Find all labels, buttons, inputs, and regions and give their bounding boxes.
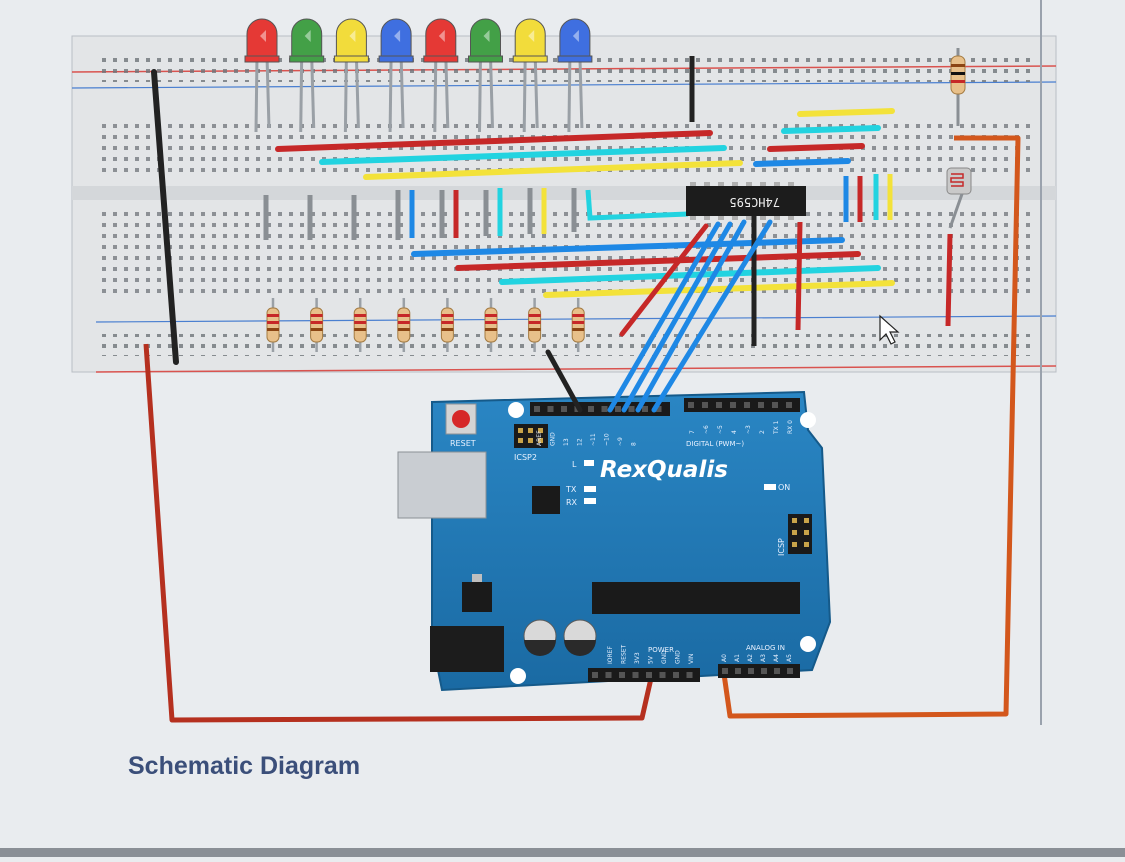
resistor: [571, 298, 585, 352]
photoresistor: [946, 48, 972, 229]
wire-red-5v: [143, 343, 655, 723]
wire-yellow-right: [797, 108, 895, 117]
analog-label: ANALOG IN: [746, 644, 785, 652]
wire-cyan-chip-loop: [585, 189, 689, 221]
rx-label: RX: [566, 498, 578, 507]
led-row: [244, 18, 593, 133]
cursor-icon: [879, 314, 900, 345]
icsp-label: ICSP: [777, 538, 786, 556]
led-yellow: [333, 18, 369, 133]
on-label: ON: [778, 483, 790, 492]
led-blue: [557, 18, 593, 133]
wire-red-top: [275, 130, 713, 152]
pin-label: AREF: [536, 430, 543, 446]
tx-label: TX: [565, 485, 577, 494]
resistor: [397, 298, 411, 352]
led-green: [289, 18, 325, 133]
wire-cyan-right: [781, 125, 881, 134]
wire-red-lower: [455, 251, 861, 271]
resistor: [310, 298, 324, 352]
pin-label: A0: [721, 654, 728, 662]
resistor: [440, 298, 454, 352]
pin-label: RESET: [621, 644, 628, 664]
pin-label: 5V: [648, 655, 655, 664]
pin-label: GND: [675, 650, 682, 664]
panel-edge: [1040, 0, 1042, 725]
led-green: [468, 18, 503, 133]
led-yellow: [512, 18, 548, 133]
chip-label: 74HC595: [729, 195, 780, 209]
wire-yellow-lower: [543, 280, 895, 298]
pin-label: A3: [760, 654, 767, 662]
microcontroller: [592, 582, 800, 614]
screen-bezel: [0, 848, 1125, 857]
breadboard-jumpers: [151, 56, 953, 365]
digital-label: DIGITAL (PWM~): [686, 440, 744, 448]
pin-label: ~10: [604, 433, 611, 446]
pin-label: ~5: [717, 425, 724, 434]
led-red: [244, 18, 280, 133]
wire-yellow-top: [363, 160, 743, 180]
pin-label: A1: [734, 654, 741, 662]
diagram-caption: Schematic Diagram: [128, 752, 361, 780]
wire-red-right: [767, 143, 865, 152]
wire-blue-right: [753, 158, 851, 167]
resistor: [353, 298, 367, 352]
resistor: [484, 298, 498, 352]
usb-port: [397, 451, 487, 519]
reset-button: [452, 410, 470, 428]
resistor-row: [266, 298, 585, 352]
power-jack: [430, 626, 504, 672]
wire-blue-lower: [411, 237, 845, 257]
pin-label: A2: [747, 654, 754, 662]
wire-cyan-top: [319, 145, 727, 165]
pin-label: 2: [759, 430, 766, 434]
brand-logo: RexQualis: [600, 457, 728, 483]
breadboard: [71, 35, 1057, 373]
l-label: L: [572, 460, 577, 469]
pin-label: TX 1: [773, 420, 780, 435]
reset-label: RESET: [450, 439, 476, 448]
arduino-jumpers: [545, 219, 773, 413]
pin-label: 13: [563, 438, 570, 446]
pin-label: 7: [689, 430, 696, 434]
pin-label: IOREF: [607, 646, 614, 664]
pin-label: ~6: [703, 425, 710, 434]
pin-label: 3V3: [634, 652, 641, 664]
led-blue: [378, 18, 414, 133]
pin-label: A4: [773, 654, 780, 662]
pin-label: ~11: [590, 433, 597, 446]
pin-label: 12: [577, 438, 584, 446]
pin-label: A5: [786, 654, 793, 662]
pin-label: 4: [731, 430, 738, 434]
led-red: [423, 18, 459, 133]
pin-label: GND: [661, 650, 668, 664]
power-label: POWER: [648, 646, 674, 654]
wire-orange-a0: [721, 135, 1021, 719]
pin-label: 8: [631, 442, 638, 446]
shift-register-chip: 74HC595: [686, 182, 806, 220]
pin-label: VIN: [688, 654, 695, 664]
pin-label: RX 0: [787, 420, 794, 434]
icsp2-label: ICSP2: [514, 453, 537, 462]
pin-label: GND: [550, 432, 557, 446]
resistor: [266, 298, 280, 352]
pin-label: ~3: [745, 425, 752, 434]
pin-label: ~9: [617, 437, 624, 446]
resistor: [528, 298, 542, 352]
